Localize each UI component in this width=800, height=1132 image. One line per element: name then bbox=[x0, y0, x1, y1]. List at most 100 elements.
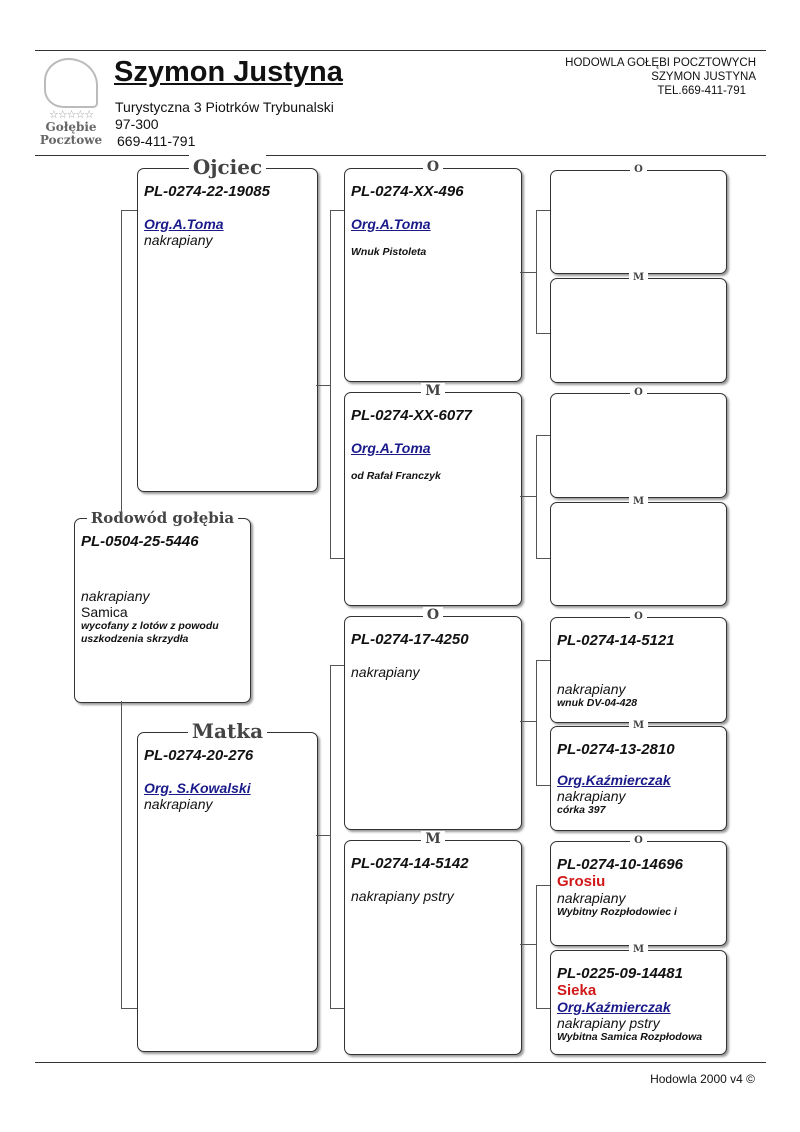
sex: Samica bbox=[81, 604, 128, 620]
pedigree-box-mm: M PL-0274-14-5142 nakrapiany pstry bbox=[344, 831, 522, 1055]
header-divider bbox=[35, 155, 766, 156]
connector-line bbox=[316, 835, 330, 836]
box-label: M bbox=[421, 383, 445, 400]
connector-line bbox=[330, 210, 344, 211]
box-label: M bbox=[628, 720, 649, 731]
ring-number: PL-0274-XX-6077 bbox=[351, 407, 472, 424]
connector-line bbox=[536, 210, 550, 211]
connector-line bbox=[316, 385, 330, 386]
note: Wybitna Samica Rozpłodowa bbox=[557, 1031, 703, 1043]
connector-line bbox=[330, 665, 331, 1008]
color: nakrapiany bbox=[557, 681, 626, 697]
footer: Hodowla 2000 v4 © bbox=[650, 1072, 755, 1086]
box-label: O bbox=[630, 835, 647, 846]
pedigree-box-fmm: M bbox=[550, 496, 727, 606]
breeder-link[interactable]: Org.Kaźmierczak bbox=[557, 999, 671, 1015]
breeder-link[interactable]: Org.A.Toma bbox=[144, 216, 224, 232]
breeder-link[interactable]: Org.A.Toma bbox=[351, 216, 431, 232]
connector-line bbox=[536, 558, 550, 559]
ring-number: PL-0274-20-276 bbox=[144, 747, 254, 764]
color: nakrapiany bbox=[351, 664, 420, 680]
note: od Rafał Franczyk bbox=[351, 470, 441, 482]
box-label: O bbox=[630, 164, 647, 175]
color: nakrapiany pstry bbox=[557, 1015, 660, 1031]
ring-number: PL-0504-25-5446 bbox=[81, 533, 199, 550]
box-label: O bbox=[422, 159, 444, 176]
note: Wybitny Rozpłodowiec i bbox=[557, 906, 677, 918]
connector-line bbox=[330, 558, 344, 559]
box-label: Matka bbox=[187, 719, 268, 743]
connector-line bbox=[121, 701, 122, 1008]
top-divider bbox=[35, 50, 766, 51]
connector-line bbox=[536, 660, 537, 785]
connector-line bbox=[520, 944, 536, 945]
connector-line bbox=[330, 665, 344, 666]
box-label: O bbox=[630, 387, 647, 398]
box-label: M bbox=[628, 496, 649, 507]
pedigree-box-mf: O PL-0274-17-4250 nakrapiany bbox=[344, 607, 522, 830]
connector-line bbox=[520, 721, 536, 722]
color: nakrapiany bbox=[144, 232, 213, 248]
ring-number: PL-0274-13-2810 bbox=[557, 741, 675, 758]
note: córka 397 bbox=[557, 804, 606, 816]
color: nakrapiany bbox=[557, 890, 626, 906]
pedigree-box-ffm: M bbox=[550, 272, 727, 383]
connector-line bbox=[536, 885, 537, 1008]
color: nakrapiany bbox=[144, 796, 213, 812]
box-label: Ojciec bbox=[188, 155, 267, 179]
box-label: M bbox=[628, 272, 649, 283]
breeder-link[interactable]: Org.Kaźmierczak bbox=[557, 772, 671, 788]
color: nakrapiany bbox=[81, 588, 150, 604]
ring-number: PL-0274-17-4250 bbox=[351, 631, 469, 648]
connector-line bbox=[121, 210, 122, 518]
ring-number: PL-0274-XX-496 bbox=[351, 183, 464, 200]
connector-line bbox=[536, 435, 537, 558]
address: Turystyczna 3 Piotrków Trybunalski bbox=[115, 99, 334, 115]
box-label: O bbox=[630, 611, 647, 622]
box-label: O bbox=[422, 607, 444, 624]
ring-number: PL-0274-10-14696 bbox=[557, 856, 683, 873]
note: wycofany z lotów z powodu uszkodzenia sk… bbox=[81, 620, 219, 645]
connector-line bbox=[536, 435, 550, 436]
breeder-name: Szymon Justyna bbox=[114, 56, 343, 88]
connector-line bbox=[520, 272, 536, 273]
note: wnuk DV-04-428 bbox=[557, 697, 638, 709]
connector-line bbox=[536, 785, 550, 786]
connector-line bbox=[121, 1008, 137, 1009]
ring-number: PL-0274-14-5121 bbox=[557, 632, 675, 649]
box-label: M bbox=[421, 831, 445, 848]
ring-number: PL-0225-09-14481 bbox=[557, 965, 683, 982]
connector-line bbox=[121, 210, 137, 211]
pigeon-name: Sieka bbox=[557, 982, 597, 999]
postcode: 97-300 bbox=[115, 116, 159, 132]
bottom-divider bbox=[35, 1062, 766, 1063]
breeder-link[interactable]: Org. S.Kowalski bbox=[144, 780, 251, 796]
note: Wnuk Pistoleta bbox=[351, 246, 427, 258]
phone: 669-411-791 bbox=[117, 133, 196, 149]
pigeon-name: Grosiu bbox=[557, 873, 606, 890]
box-label: Rodowód gołębia bbox=[86, 508, 239, 527]
ring-number: PL-0274-22-19085 bbox=[144, 183, 270, 200]
breeder-link[interactable]: Org.A.Toma bbox=[351, 440, 431, 456]
connector-line bbox=[536, 333, 550, 334]
box-label: M bbox=[628, 944, 649, 955]
connector-line bbox=[536, 210, 537, 333]
connector-line bbox=[330, 210, 331, 558]
pedigree-box-fff: O bbox=[550, 164, 727, 274]
ring-number: PL-0274-14-5142 bbox=[351, 855, 469, 872]
pigeon-logo-icon: ☆☆☆☆☆ Gołębie Pocztowe bbox=[36, 58, 106, 150]
color: nakrapiany pstry bbox=[351, 888, 454, 904]
connector-line bbox=[536, 1008, 550, 1009]
connector-line bbox=[520, 496, 536, 497]
